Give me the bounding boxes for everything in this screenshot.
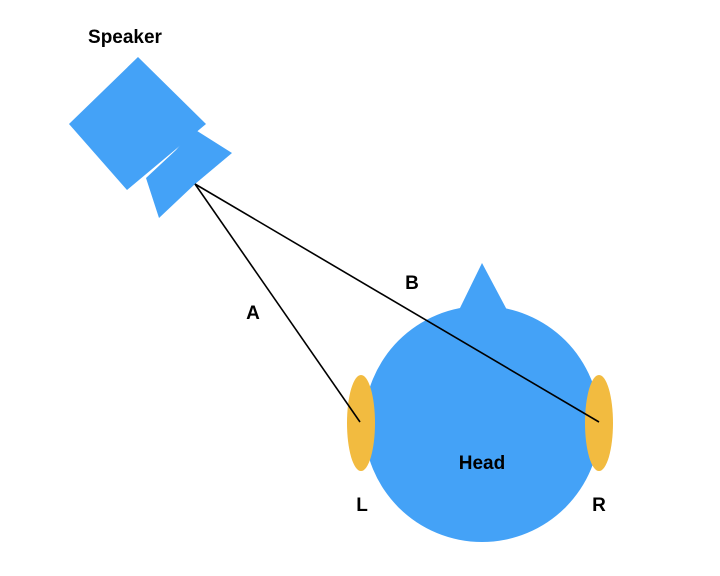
- path-a-line: [194, 183, 361, 423]
- speaker-label: Speaker: [88, 27, 163, 48]
- left-ear-label: L: [356, 495, 368, 516]
- head-icon: [364, 263, 600, 542]
- head-nose: [459, 263, 507, 310]
- speaker-horn: [146, 129, 232, 218]
- head-label: Head: [459, 453, 505, 474]
- right-ear-icon: [585, 375, 613, 471]
- path-b-label: B: [405, 273, 419, 294]
- path-a-label: A: [246, 303, 260, 324]
- head-circle: [364, 306, 600, 542]
- path-b-line: [194, 183, 600, 423]
- speaker-body: [69, 57, 206, 190]
- left-ear-icon: [347, 375, 375, 471]
- speaker-icon: [69, 57, 232, 218]
- right-ear-label: R: [592, 495, 606, 516]
